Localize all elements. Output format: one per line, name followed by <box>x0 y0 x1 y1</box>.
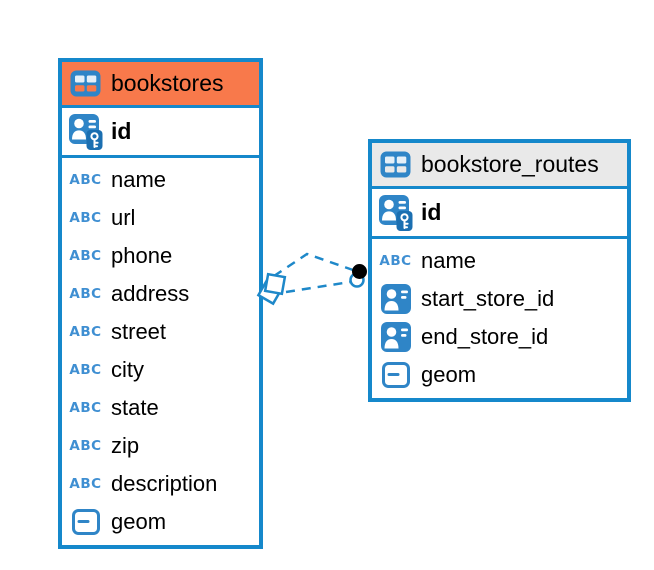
column-row-description[interactable]: ABC description <box>62 465 259 503</box>
reference-icon <box>380 322 411 352</box>
primary-key-icon <box>69 113 103 150</box>
column-label: geom <box>111 509 167 534</box>
geometry-type-icon <box>380 362 411 388</box>
text-type-icon: ABC <box>69 362 102 378</box>
column-list: ABC name start_store_id <box>372 239 627 398</box>
text-type-icon: ABC <box>69 324 102 340</box>
column-row-id[interactable]: id <box>372 189 627 239</box>
text-type-icon: ABC <box>69 438 102 454</box>
column-label: geom <box>421 362 477 387</box>
column-row-zip[interactable]: ABC zip <box>62 427 259 465</box>
column-row-name[interactable]: ABC name <box>62 161 259 199</box>
column-row-geom[interactable]: geom <box>62 503 259 541</box>
table-bookstores[interactable]: bookstores id A <box>58 58 263 549</box>
column-label: end_store_id <box>421 324 549 349</box>
column-row-id[interactable]: id <box>62 108 259 158</box>
table-bookstore-routes[interactable]: bookstore_routes id <box>368 139 631 402</box>
text-type-icon: ABC <box>69 172 102 188</box>
text-type-icon: ABC <box>379 253 412 269</box>
column-row-address[interactable]: ABC address <box>62 275 259 313</box>
table-bookstores-header[interactable]: bookstores <box>62 62 259 108</box>
column-label: street <box>111 319 167 344</box>
column-label: phone <box>111 243 173 268</box>
geometry-type-icon <box>70 509 101 535</box>
column-label: zip <box>111 433 140 458</box>
column-label: url <box>111 205 136 230</box>
column-label: state <box>111 395 159 420</box>
column-label: id <box>111 118 132 144</box>
column-row-start-store-id[interactable]: start_store_id <box>372 280 627 318</box>
column-label: start_store_id <box>421 286 555 311</box>
table-bookstore-routes-header[interactable]: bookstore_routes <box>372 143 627 189</box>
column-row-phone[interactable]: ABC phone <box>62 237 259 275</box>
column-label: name <box>421 248 477 273</box>
column-label: address <box>111 281 190 306</box>
column-label: id <box>421 199 442 225</box>
text-type-icon: ABC <box>69 400 102 416</box>
table-title: bookstore_routes <box>421 151 599 177</box>
column-label: name <box>111 167 167 192</box>
column-label: description <box>111 471 218 496</box>
primary-key-icon <box>379 194 413 231</box>
connector-endpoint-dot[interactable] <box>349 264 368 288</box>
text-type-icon: ABC <box>69 476 102 492</box>
relationship-line-lower[interactable] <box>285 280 351 294</box>
column-row-geom[interactable]: geom <box>372 356 627 394</box>
text-type-icon: ABC <box>69 248 102 264</box>
column-row-street[interactable]: ABC street <box>62 313 259 351</box>
column-row-end-store-id[interactable]: end_store_id <box>372 318 627 356</box>
reference-icon <box>380 284 411 314</box>
text-type-icon: ABC <box>69 286 102 302</box>
column-row-state[interactable]: ABC state <box>62 389 259 427</box>
column-row-city[interactable]: ABC city <box>62 351 259 389</box>
text-type-icon: ABC <box>69 210 102 226</box>
relationship-line-upper[interactable] <box>273 252 354 278</box>
column-label: city <box>111 357 144 382</box>
table-icon <box>380 151 411 178</box>
column-list: ABC name ABC url ABC phone ABC address A… <box>62 158 259 545</box>
table-icon <box>70 70 101 97</box>
table-title: bookstores <box>111 70 224 96</box>
column-row-url[interactable]: ABC url <box>62 199 259 237</box>
column-row-name[interactable]: ABC name <box>372 242 627 280</box>
